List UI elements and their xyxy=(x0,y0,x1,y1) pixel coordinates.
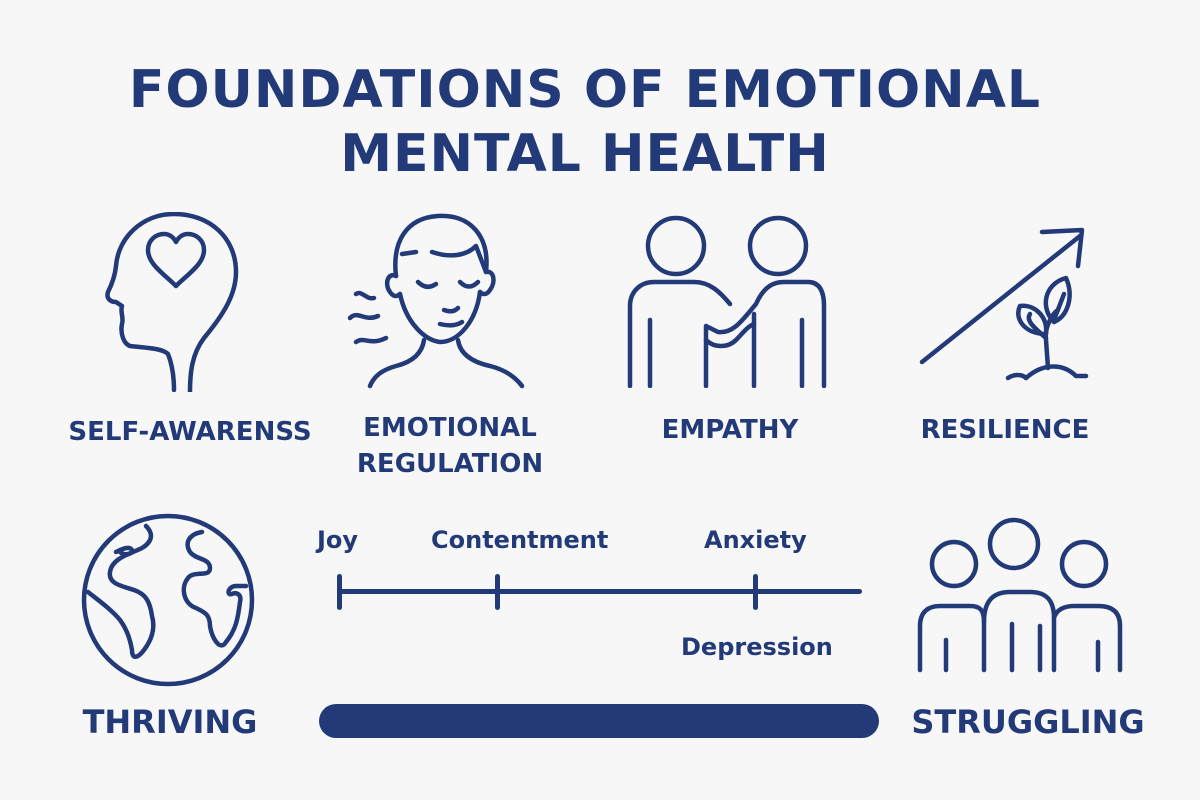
head-heart-icon xyxy=(100,212,260,392)
label-self-awareness: SELF-AWARENSS xyxy=(68,417,312,447)
scale-label-contentment: Contentment xyxy=(431,526,609,554)
label-struggling: STRUGGLING xyxy=(911,703,1145,741)
group-people-icon xyxy=(914,514,1134,674)
title-line-2: MENTAL HEALTH xyxy=(340,124,830,184)
globe-icon xyxy=(80,512,256,688)
label-emotional-regulation: EMOTIONAL REGULATION xyxy=(330,410,570,482)
scale-label-depression: Depression xyxy=(681,633,833,661)
scale-label-joy: Joy xyxy=(317,526,359,554)
growth-arrow-sprout-icon xyxy=(914,222,1094,392)
scale-tick-joy xyxy=(337,574,342,610)
label-emotional-regulation-line-1: EMOTIONAL xyxy=(363,413,537,443)
label-thriving: THRIVING xyxy=(82,703,258,741)
scale-label-anxiety: Anxiety xyxy=(704,526,807,554)
calm-face-icon xyxy=(340,212,550,392)
page-title: FOUNDATIONS OF EMOTIONAL MENTAL HEALTH xyxy=(0,58,1170,186)
label-resilience: RESILIENCE xyxy=(920,415,1090,445)
continuum-bar xyxy=(319,704,879,738)
emotion-scale-line xyxy=(340,589,862,594)
title-line-1: FOUNDATIONS OF EMOTIONAL xyxy=(128,60,1042,120)
scale-tick-contentment xyxy=(495,574,500,610)
two-people-support-icon xyxy=(624,214,834,388)
label-empathy: EMPATHY xyxy=(661,415,799,445)
scale-tick-anxiety xyxy=(753,574,758,610)
label-emotional-regulation-line-2: REGULATION xyxy=(356,449,544,479)
